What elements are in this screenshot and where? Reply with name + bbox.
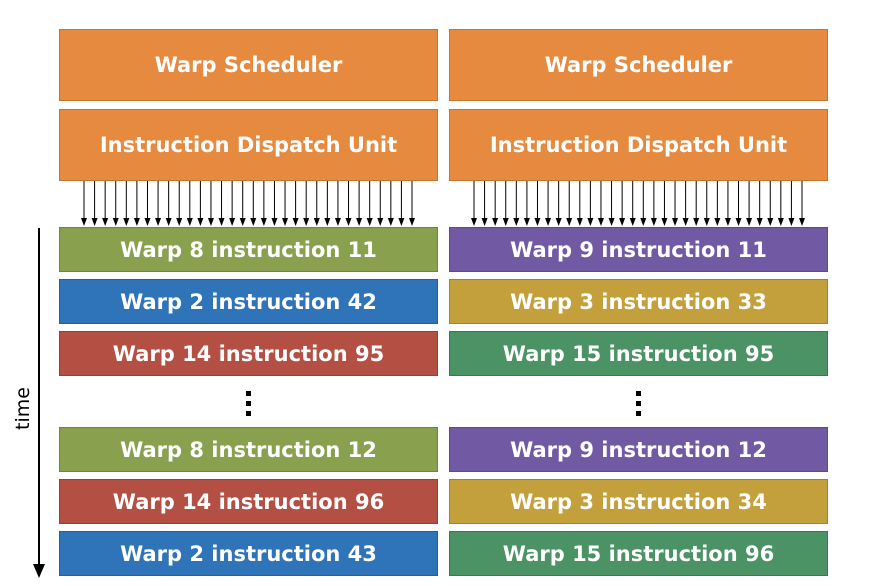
dispatch-arrow-head	[239, 218, 246, 226]
warp-scheduler-box: Warp Scheduler	[449, 29, 828, 101]
dispatch-arrow-head	[661, 218, 668, 226]
warp-instruction-box: Warp 15 instruction 96	[449, 531, 828, 576]
dispatch-arrow-head	[587, 218, 594, 226]
dispatch-arrow-head	[619, 218, 626, 226]
dispatch-arrow-head	[102, 218, 109, 226]
dispatch-arrow-head	[260, 218, 267, 226]
dispatch-arrow-head	[640, 218, 647, 226]
dispatch-arrow-head	[566, 218, 573, 226]
dispatch-arrow-head	[218, 218, 225, 226]
dispatch-arrow-head	[197, 218, 204, 226]
dispatch-arrow-head	[377, 218, 384, 226]
instruction-dispatch-unit-box: Instruction Dispatch Unit	[449, 109, 828, 181]
dispatch-arrow-head	[629, 218, 636, 226]
dispatch-arrow-head	[398, 218, 405, 226]
dispatch-arrow-head	[112, 218, 119, 226]
dispatch-arrow-head	[799, 218, 805, 226]
dispatch-arrow-head	[682, 218, 689, 226]
dispatch-arrow-head	[746, 218, 753, 226]
warp-instruction-box: Warp 9 instruction 12	[449, 427, 828, 472]
dispatch-arrow-head	[250, 218, 257, 226]
dispatch-arrow-head	[724, 218, 731, 226]
warp-instruction-box: Warp 14 instruction 95	[59, 331, 438, 376]
dispatch-arrow-head	[545, 218, 552, 226]
dispatch-arrow-head	[91, 218, 98, 226]
dispatch-arrow-head	[756, 218, 763, 226]
warp-instruction-box: Warp 2 instruction 42	[59, 279, 438, 324]
dispatch-arrow-head	[345, 218, 352, 226]
time-axis-label: time	[12, 387, 34, 430]
time-axis-arrow	[33, 228, 45, 578]
dispatch-arrow-head	[356, 218, 363, 226]
dispatch-arrow-head	[608, 218, 615, 226]
dispatch-arrow-head	[366, 218, 373, 226]
dispatch-arrow-head	[324, 218, 331, 226]
dispatch-arrow-head	[313, 218, 320, 226]
warp-instruction-box: Warp 2 instruction 43	[59, 531, 438, 576]
dispatch-arrow-head	[303, 218, 310, 226]
dispatch-arrows	[81, 181, 415, 226]
dispatch-arrow-head	[81, 218, 87, 226]
dispatch-arrow-head	[502, 218, 509, 226]
warp-instruction-box: Warp 9 instruction 11	[449, 227, 828, 272]
dispatch-arrow-head	[703, 218, 710, 226]
dispatch-arrows	[471, 181, 805, 226]
dispatch-arrow-head	[672, 218, 679, 226]
warp-instruction-box: Warp 3 instruction 34	[449, 479, 828, 524]
dispatch-arrow-head	[207, 218, 214, 226]
warp-instruction-box: Warp 15 instruction 95	[449, 331, 828, 376]
dispatch-arrow-head	[523, 218, 530, 226]
instruction-dispatch-unit-box: Instruction Dispatch Unit	[59, 109, 438, 181]
dispatch-arrow-head	[133, 218, 140, 226]
dispatch-arrow-head	[693, 218, 700, 226]
warp-scheduler-box: Warp Scheduler	[59, 29, 438, 101]
dispatch-arrow-head	[735, 218, 742, 226]
dispatch-arrow-head	[534, 218, 541, 226]
dispatch-arrow-head	[576, 218, 583, 226]
dispatch-arrow-head	[165, 218, 172, 226]
dispatch-arrow-head	[513, 218, 520, 226]
vertical-ellipsis-icon	[59, 383, 438, 423]
warp-instruction-box: Warp 14 instruction 96	[59, 479, 438, 524]
warp-instruction-box: Warp 8 instruction 12	[59, 427, 438, 472]
dispatch-arrow-head	[409, 218, 415, 226]
dispatch-arrow-head	[471, 218, 477, 226]
warp-instruction-box: Warp 3 instruction 33	[449, 279, 828, 324]
dispatch-arrow-head	[767, 218, 774, 226]
dispatch-arrow-head	[271, 218, 278, 226]
dispatch-arrow-head	[292, 218, 299, 226]
dispatch-arrow-head	[123, 218, 130, 226]
dispatch-arrow-head	[186, 218, 193, 226]
dispatch-arrow-head	[492, 218, 499, 226]
dispatch-arrow-head	[282, 218, 289, 226]
dispatch-arrow-head	[229, 218, 236, 226]
dispatch-arrow-head	[555, 218, 562, 226]
vertical-ellipsis-icon	[449, 383, 828, 423]
dispatch-arrow-head	[334, 218, 341, 226]
dispatch-arrow-head	[155, 218, 162, 226]
warp-instruction-box: Warp 8 instruction 11	[59, 227, 438, 272]
dispatch-arrow-head	[176, 218, 183, 226]
dispatch-arrow-head	[144, 218, 151, 226]
dispatch-arrow-head	[714, 218, 721, 226]
dispatch-arrow-head	[387, 218, 394, 226]
dispatch-arrow-head	[650, 218, 657, 226]
dispatch-arrow-head	[788, 218, 795, 226]
dispatch-arrow-head	[777, 218, 784, 226]
dispatch-arrow-head	[481, 218, 488, 226]
dispatch-arrow-head	[597, 218, 604, 226]
